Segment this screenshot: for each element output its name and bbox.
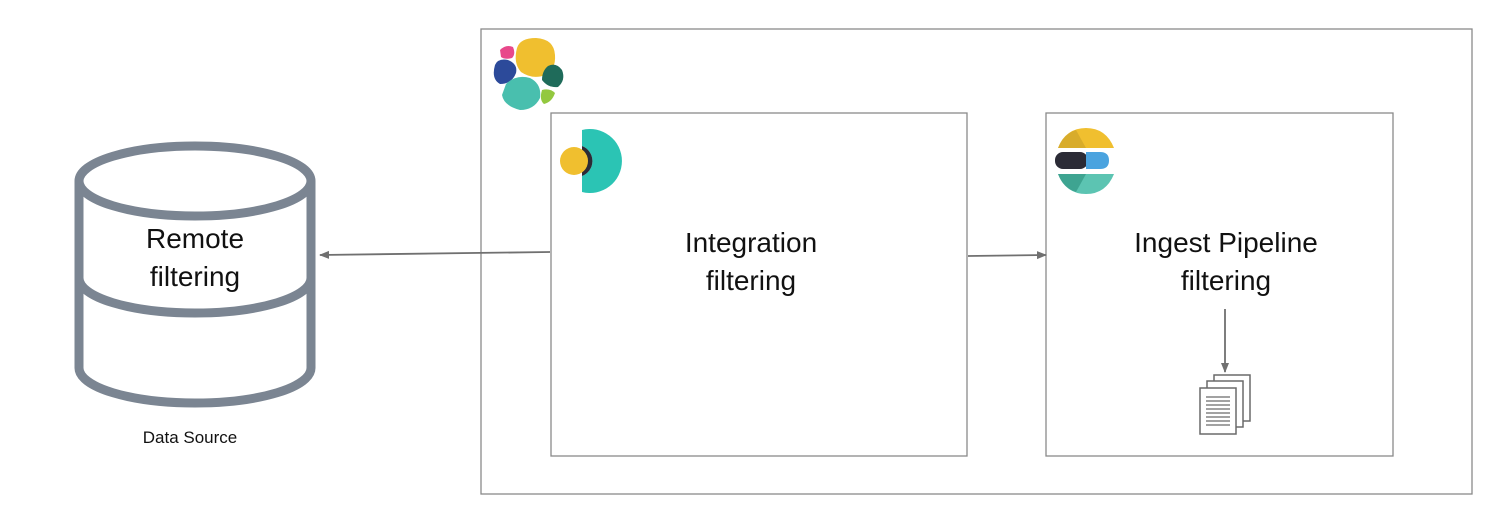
ingest-pipeline-filtering-line2: filtering <box>1180 265 1272 296</box>
integration-filtering-line2: filtering <box>705 265 797 296</box>
remote-filtering-label: Remote filtering <box>95 220 295 296</box>
ingest-pipeline-filtering-line1: Ingest Pipeline <box>1134 227 1318 258</box>
data-source-cylinder-icon <box>74 141 316 408</box>
elastic-cluster-logo-icon <box>493 38 564 110</box>
integration-filtering-line1: Integration <box>684 227 818 258</box>
arrow-to-ingest-pipeline <box>967 251 1047 260</box>
elastic-agent-logo-icon <box>560 129 622 193</box>
elastic-platform-box <box>480 28 1473 495</box>
arrow-to-datasource <box>319 250 551 259</box>
integration-filtering-label: Integration filtering <box>600 224 902 300</box>
ingest-pipeline-box <box>1045 112 1394 457</box>
remote-filtering-line1: Remote <box>145 223 245 254</box>
ingest-pipeline-filtering-label: Ingest Pipeline filtering <box>1086 224 1366 300</box>
data-source-caption: Data Source <box>142 428 238 447</box>
remote-filtering-line2: filtering <box>149 261 241 292</box>
documents-stack-icon <box>1199 374 1251 435</box>
elasticsearch-logo-icon <box>1055 128 1114 194</box>
